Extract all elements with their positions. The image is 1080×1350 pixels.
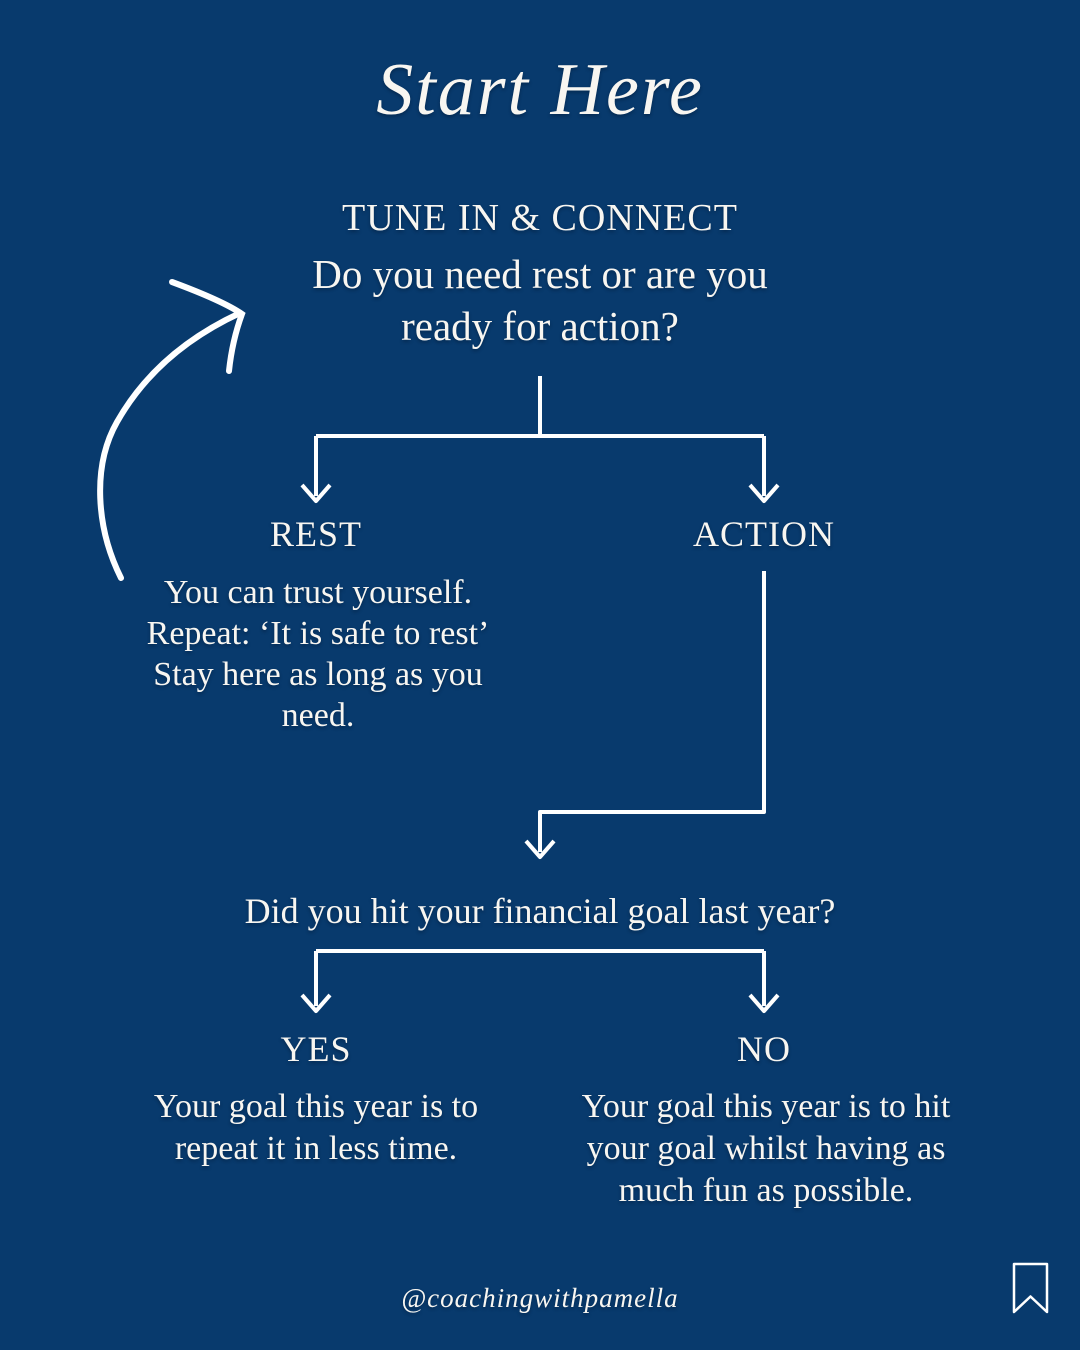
question-2: Did you hit your financial goal last yea…: [244, 891, 836, 931]
no-description-line: much fun as possible.: [618, 1172, 914, 1209]
connector-split-2: [300, 949, 780, 1013]
yes-description: Your goal this year is to repeat it in l…: [86, 1086, 546, 1170]
rest-description-line: need.: [281, 697, 355, 734]
question-1: Do you need rest or are you ready for ac…: [0, 248, 1080, 352]
rest-description-line: You can trust yourself.: [163, 574, 473, 611]
rest-description-line: Stay here as long as you: [153, 656, 483, 693]
no-description-line: your goal whilst having as: [586, 1130, 946, 1167]
page-title: Start Here: [376, 49, 704, 131]
question-1-line: ready for action?: [401, 303, 679, 349]
connector-action-elbow: [524, 571, 766, 859]
no-description: Your goal this year is to hit your goal …: [536, 1086, 996, 1212]
social-handle: @coachingwithpamella: [401, 1283, 679, 1313]
rest-description-line: Repeat: ‘It is safe to rest’: [146, 615, 490, 652]
branch-label-action: ACTION: [693, 514, 835, 554]
connector-split-1: [300, 376, 780, 503]
rest-description: You can trust yourself. Repeat: ‘It is s…: [93, 572, 543, 736]
branch-label-yes: YES: [280, 1029, 352, 1069]
yes-description-line: repeat it in less time.: [174, 1130, 458, 1167]
section-heading: TUNE IN & CONNECT: [342, 197, 738, 239]
question-1-line: Do you need rest or are you: [312, 251, 768, 297]
yes-description-line: Your goal this year is to: [153, 1088, 479, 1125]
no-description-line: Your goal this year is to hit: [581, 1088, 951, 1125]
branch-label-no: NO: [737, 1029, 791, 1069]
branch-label-rest: REST: [269, 514, 362, 554]
